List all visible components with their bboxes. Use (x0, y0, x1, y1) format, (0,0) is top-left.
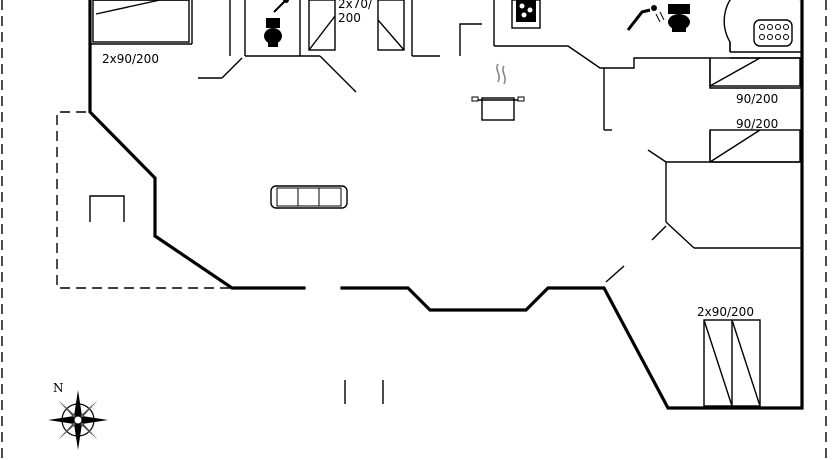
sofa-icon (270, 185, 348, 209)
bed-label-top-mid-line1: 2x70/ (338, 0, 373, 11)
interior-walls (89, 0, 802, 407)
bed-label-top-mid-line2: 200 (338, 11, 361, 25)
shower-icon (626, 5, 665, 31)
exterior-walls (88, 0, 804, 410)
bed-label-right-lower: 90/200 (736, 117, 778, 131)
bed-label-bottom-right: 2x90/200 (697, 305, 754, 319)
bed-top-left (92, 0, 190, 43)
shower-icon (273, 0, 289, 13)
fireplace-outline (89, 195, 125, 222)
sauna-stove-icon (511, 0, 541, 29)
bed-right-lower (709, 129, 801, 163)
compass-icon (48, 390, 108, 450)
compass-north-label: N (53, 381, 64, 395)
bed-top-mid-right (377, 0, 405, 51)
toilet-icon (668, 4, 690, 32)
toilet-icon (264, 18, 282, 47)
bed-top-mid-left (308, 0, 336, 51)
bed-right-upper (709, 57, 801, 87)
kitchen-pot-icon (471, 63, 525, 121)
bed-label-right-upper: 90/200 (736, 92, 778, 106)
whirlpool-icon (723, 0, 802, 53)
bed-label-top-left: 2x90/200 (102, 52, 159, 66)
